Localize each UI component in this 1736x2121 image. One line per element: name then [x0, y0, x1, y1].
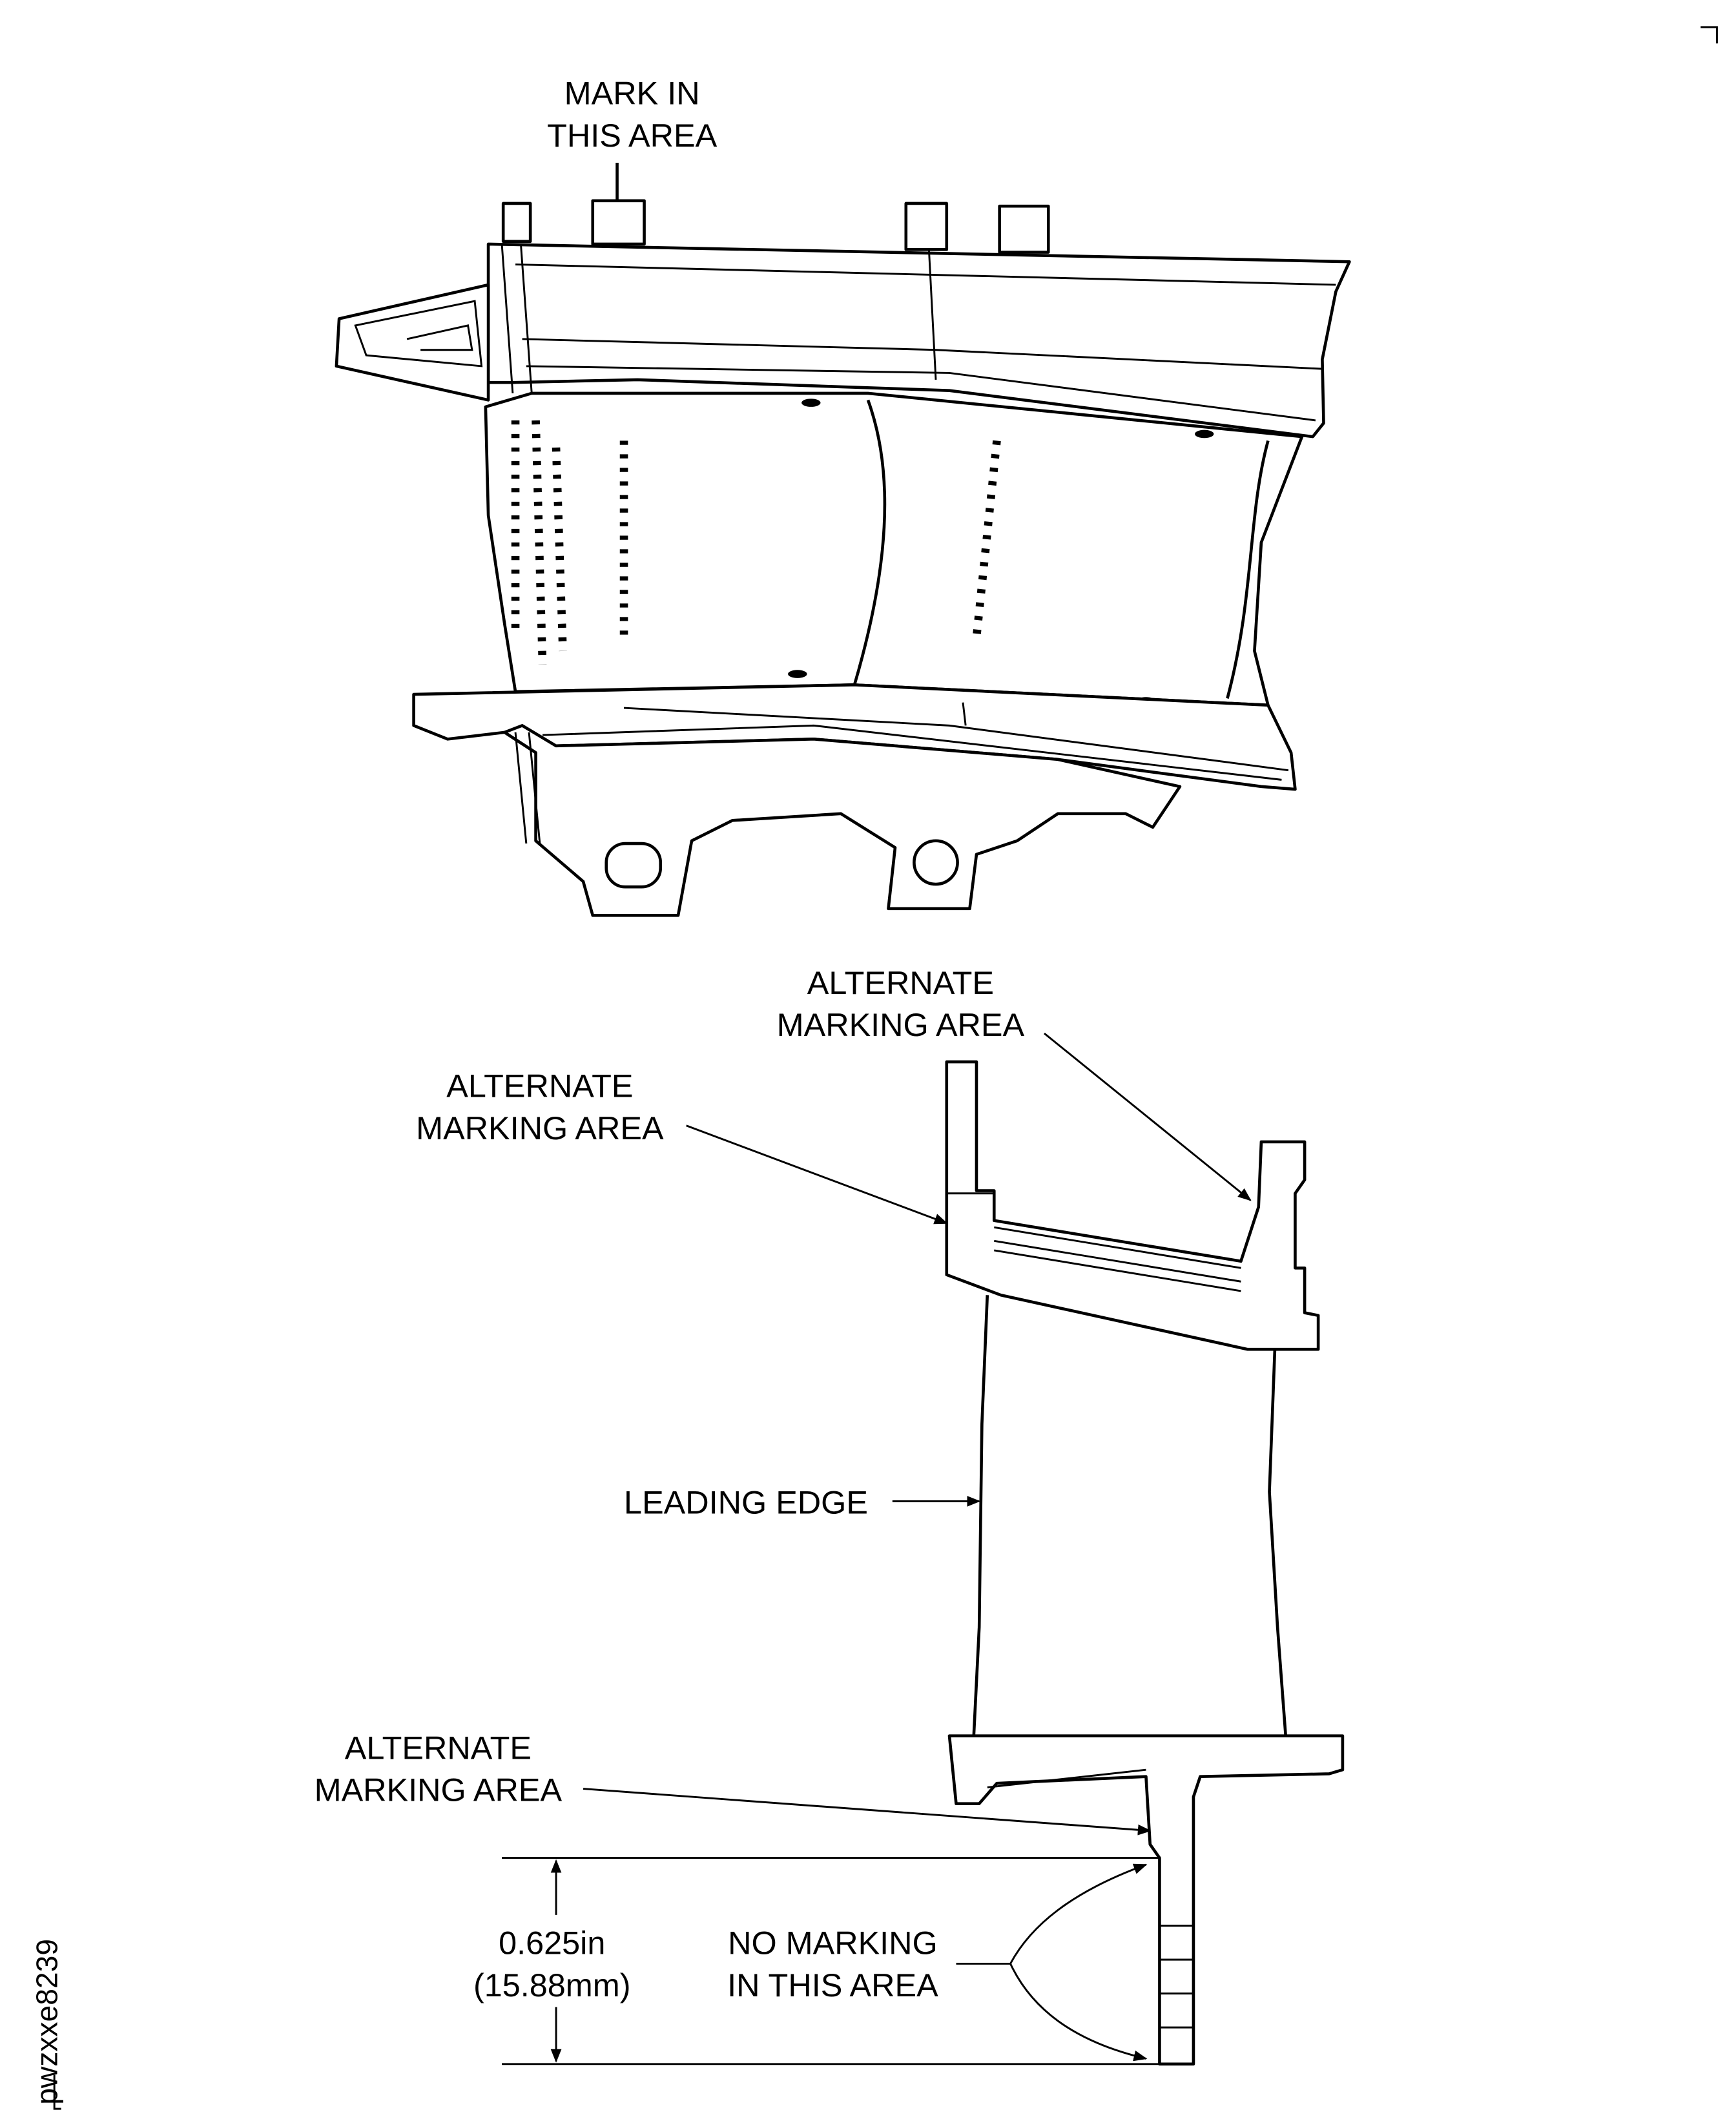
no-marking-arrow-down — [1009, 1963, 1148, 2062]
alt-top-left-line2: MARKING AREA — [416, 1110, 664, 1146]
alt-top-right-line2: MARKING AREA — [777, 1006, 1025, 1043]
side-view-vane: ALTERNATE MARKING AREA ALTERNATE MARKING… — [315, 964, 1345, 2066]
alt-top-right-arrow — [1044, 1032, 1252, 1201]
mark-label-line2: THIS AREA — [547, 117, 718, 154]
cooling-holes — [511, 420, 1001, 665]
dimension-mm: (15.88mm) — [473, 1967, 631, 2003]
alt-top-left-line1: ALTERNATE — [446, 1068, 633, 1104]
no-marking-arrow-up — [956, 1863, 1148, 1965]
alt-bottom-arrow — [583, 1788, 1152, 1836]
alt-top-right-line1: ALTERNATE — [807, 964, 994, 1001]
mark-label-line1: MARK IN — [564, 75, 700, 112]
no-marking-line2: IN THIS AREA — [727, 1967, 938, 2003]
top-view-vane-segment: MARK IN THIS AREA — [335, 75, 1351, 917]
figure-id: pwzxxe8239 — [30, 1939, 63, 2110]
dimension-inches: 0.625in — [499, 1925, 605, 1961]
leading-edge-label: LEADING EDGE — [624, 1484, 868, 1520]
corner-mark — [1700, 26, 1718, 44]
alt-bottom-line1: ALTERNATE — [345, 1729, 532, 1766]
alt-top-left-arrow — [686, 1124, 948, 1225]
alt-bottom-line2: MARKING AREA — [315, 1771, 563, 1808]
figure-id-label: pwzxxe8239 — [30, 1939, 63, 2105]
no-marking-line1: NO MARKING — [728, 1925, 938, 1961]
